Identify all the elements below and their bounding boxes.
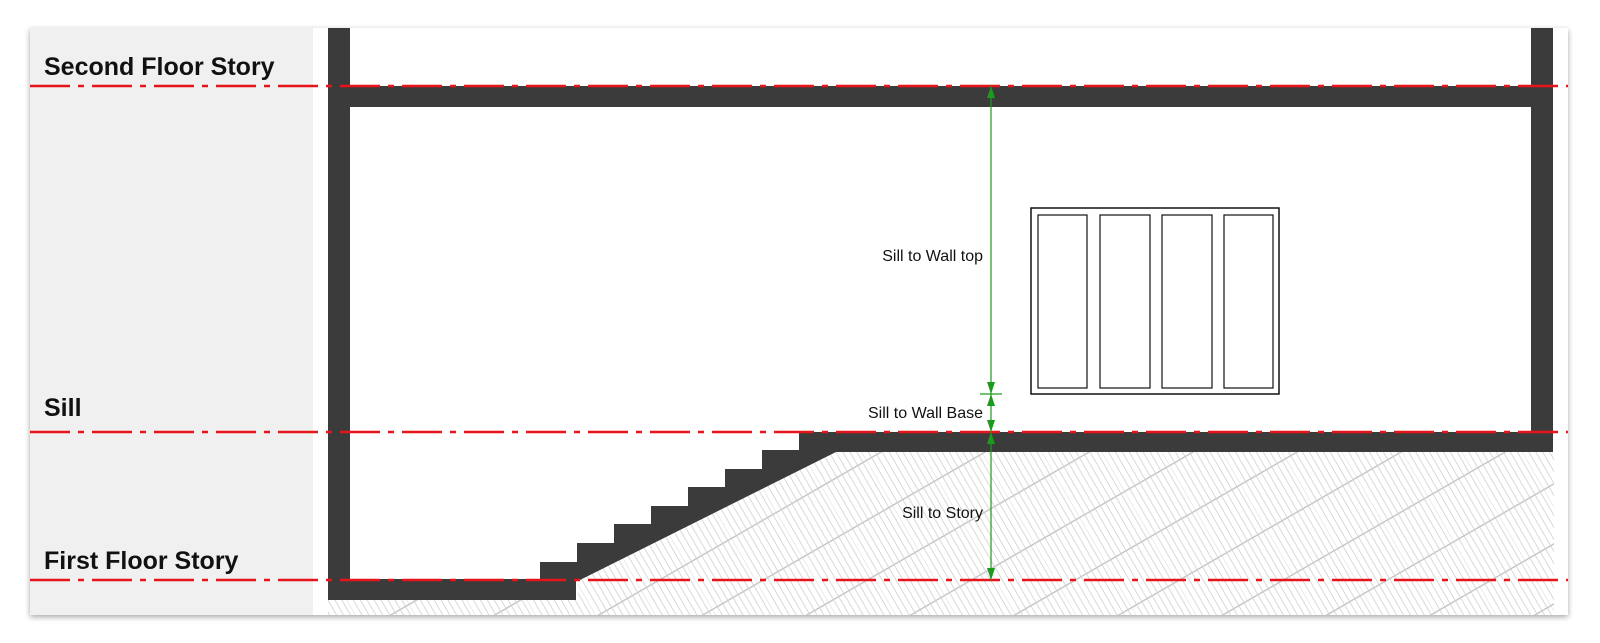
sill-to-wall-top-label: Sill to Wall top (882, 248, 983, 265)
sill-to-wall-base-label: Sill to Wall Base (868, 405, 983, 422)
sill-to-story-label: Sill to Story (902, 505, 983, 522)
first-floor-slab (328, 579, 576, 600)
window (1030, 207, 1280, 395)
second-floor-slab (350, 86, 1531, 107)
staircase (540, 432, 836, 581)
dimension-lines (980, 86, 1002, 580)
sill-level-label: Sill (44, 394, 82, 422)
first-floor-story-label: First Floor Story (44, 547, 239, 575)
right-wall (1531, 28, 1553, 452)
ground-hatch (328, 452, 1554, 615)
left-wall (328, 28, 350, 600)
level-label-panel (30, 28, 313, 615)
second-floor-story-label: Second Floor Story (44, 53, 275, 81)
sill-floor-slab (800, 432, 1531, 452)
